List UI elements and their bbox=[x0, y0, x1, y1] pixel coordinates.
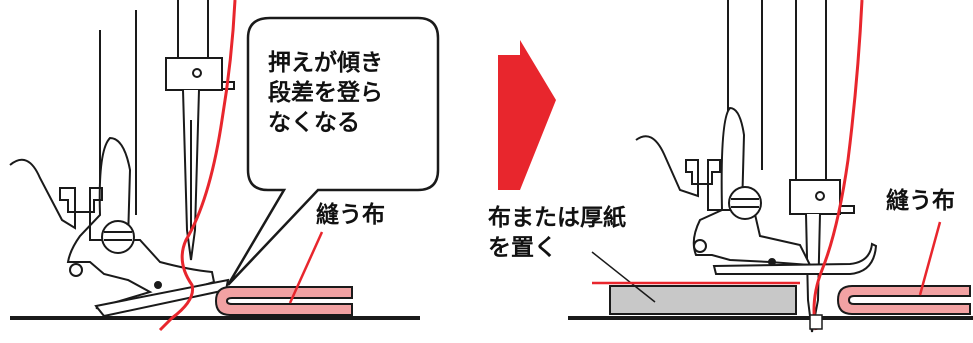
right-fabric-label: 縫う布 bbox=[886, 188, 955, 214]
left-presser-foot bbox=[9, 136, 230, 318]
left-callout-line-3: なくなる bbox=[268, 110, 360, 136]
left-needle-assembly bbox=[165, 0, 235, 261]
left-callout-line-2: 段差を登ら bbox=[268, 80, 383, 106]
left-callout-text: 押えが傾き 段差を登ら なくなる bbox=[268, 48, 383, 138]
right-thread bbox=[812, 0, 864, 331]
right-fabric-fold bbox=[836, 285, 971, 315]
right-needle-assembly bbox=[789, 0, 855, 333]
right-arrow-icon bbox=[498, 40, 556, 190]
left-callout-bubble bbox=[226, 16, 440, 286]
left-thread bbox=[158, 0, 237, 332]
left-fabric-label: 縫う布 bbox=[316, 202, 385, 228]
left-fabric-pointer bbox=[288, 231, 324, 304]
left-callout-line-1: 押えが傾き bbox=[268, 50, 383, 76]
right-spacer-pointer bbox=[591, 251, 656, 303]
left-fabric-fold bbox=[214, 286, 353, 316]
right-panel bbox=[568, 0, 973, 333]
right-presser-foot bbox=[635, 106, 878, 275]
spacer-label: 布または厚紙 を置く bbox=[488, 203, 626, 263]
right-presser-bar bbox=[727, 0, 763, 170]
right-needle-plate-slot bbox=[809, 314, 823, 330]
right-fabric-pointer bbox=[918, 221, 942, 296]
left-panel bbox=[9, 0, 440, 332]
right-spacer-board bbox=[609, 285, 797, 315]
spacer-label-line-2: を置く bbox=[488, 235, 557, 261]
spacer-label-line-1: 布または厚紙 bbox=[488, 205, 626, 231]
